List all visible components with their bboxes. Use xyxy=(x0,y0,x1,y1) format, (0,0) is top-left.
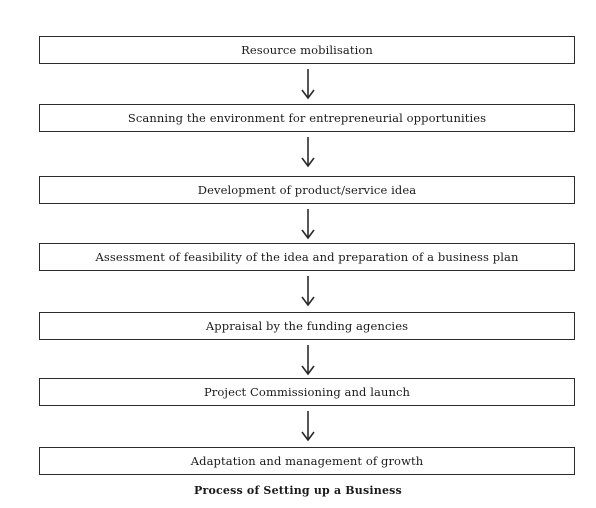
step-label: Resource mobilisation xyxy=(241,43,373,57)
step-box-feasibility-assessment: Assessment of feasibility of the idea an… xyxy=(39,243,575,271)
down-arrow-icon xyxy=(301,209,315,240)
step-box-project-commissioning: Project Commissioning and launch xyxy=(39,378,575,406)
down-arrow-icon xyxy=(301,345,315,376)
down-arrow-icon xyxy=(301,411,315,442)
down-arrow-icon xyxy=(301,137,315,168)
step-label: Development of product/service idea xyxy=(197,183,417,197)
step-label: Project Commissioning and launch xyxy=(203,385,411,399)
step-label: Appraisal by the funding agencies xyxy=(205,319,409,333)
down-arrow-icon xyxy=(301,69,315,100)
step-box-product-idea: Development of product/service idea xyxy=(39,176,575,204)
step-label: Scanning the environment for entrepreneu… xyxy=(127,111,487,125)
down-arrow-icon xyxy=(301,276,315,307)
step-box-funding-appraisal: Appraisal by the funding agencies xyxy=(39,312,575,340)
step-box-adaptation-growth: Adaptation and management of growth xyxy=(39,447,575,475)
step-label: Adaptation and management of growth xyxy=(190,454,424,468)
step-box-scanning-environment: Scanning the environment for entrepreneu… xyxy=(39,104,575,132)
step-box-resource-mobilisation: Resource mobilisation xyxy=(39,36,575,64)
step-label: Assessment of feasibility of the idea an… xyxy=(95,250,519,264)
figure-caption: Process of Setting up a Business xyxy=(194,484,402,497)
